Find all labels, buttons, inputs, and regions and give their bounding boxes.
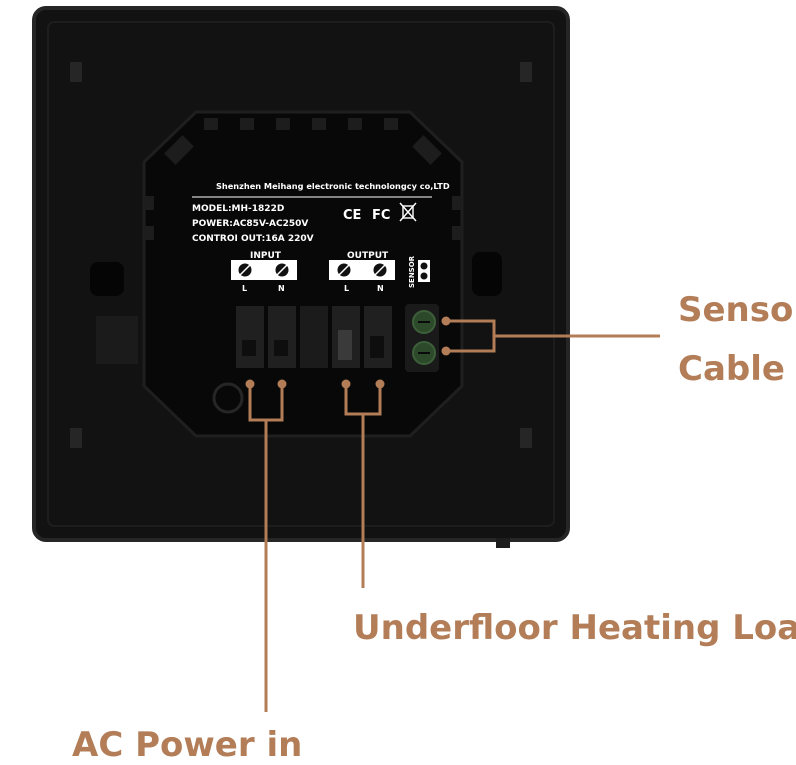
load-dot-l <box>341 379 351 389</box>
power-rating-text: POWER:AC85V-AC250V <box>192 219 308 229</box>
wire-terminal-spare <box>300 306 328 368</box>
clip-bottom-left <box>70 428 82 448</box>
slot-right <box>472 252 502 296</box>
corner-vent-left <box>164 135 194 165</box>
sensor-dot-1 <box>441 316 451 326</box>
weee-bin-icon <box>399 202 417 222</box>
fc-mark: FC <box>372 208 390 223</box>
sensor-title: SENSOR <box>408 255 416 288</box>
model-text: MODEL:MH-1822D <box>192 204 284 214</box>
input-title: INPUT <box>250 251 282 261</box>
callout-leaders <box>248 319 660 712</box>
ce-mark: CE <box>343 208 361 223</box>
vent-notch <box>384 118 398 130</box>
side-vent <box>144 226 154 240</box>
control-output-text: CONTROI OUT:16A 220V <box>192 234 314 244</box>
clip-bottom-right <box>520 428 532 448</box>
wire-terminal-input-l <box>236 306 264 368</box>
clip-top-right <box>520 62 532 82</box>
vent-notch <box>348 118 362 130</box>
bottom-nub <box>496 538 510 548</box>
housing-inner-frame <box>47 21 555 527</box>
vent-notch <box>312 118 326 130</box>
wire-terminal-input-n <box>268 306 296 368</box>
manufacturer-text: Shenzhen Meihang electronic technolongcy… <box>216 181 450 191</box>
sensor-cable-label-line2: Cable <box>678 349 785 389</box>
vent-notch <box>276 118 290 130</box>
side-tab-left <box>96 316 138 364</box>
input-pin-n: N <box>278 284 285 293</box>
vent-notch <box>240 118 254 130</box>
ac-power-label: AC Power in <box>72 725 303 765</box>
load-dot-n <box>375 379 385 389</box>
sensor-cable-label-line1: Sensor <box>678 290 796 330</box>
output-title: OUTPUT <box>347 251 389 261</box>
vent-notch <box>204 118 218 130</box>
heating-load-label: Underfloor Heating Load <box>353 608 796 648</box>
input-pin-l: L <box>242 284 247 293</box>
clip-top-left <box>70 62 82 82</box>
side-vent <box>452 226 462 240</box>
power-dot-n <box>277 379 287 389</box>
corner-vent-right <box>412 135 442 165</box>
slot-left <box>90 262 124 296</box>
callout-dots <box>245 316 451 389</box>
side-vent <box>144 196 154 210</box>
output-pin-n: N <box>377 284 384 293</box>
screw-hole <box>212 382 244 414</box>
output-pin-l: L <box>344 284 349 293</box>
power-dot-l <box>245 379 255 389</box>
sensor-dot-2 <box>441 346 451 356</box>
side-vent <box>452 196 462 210</box>
